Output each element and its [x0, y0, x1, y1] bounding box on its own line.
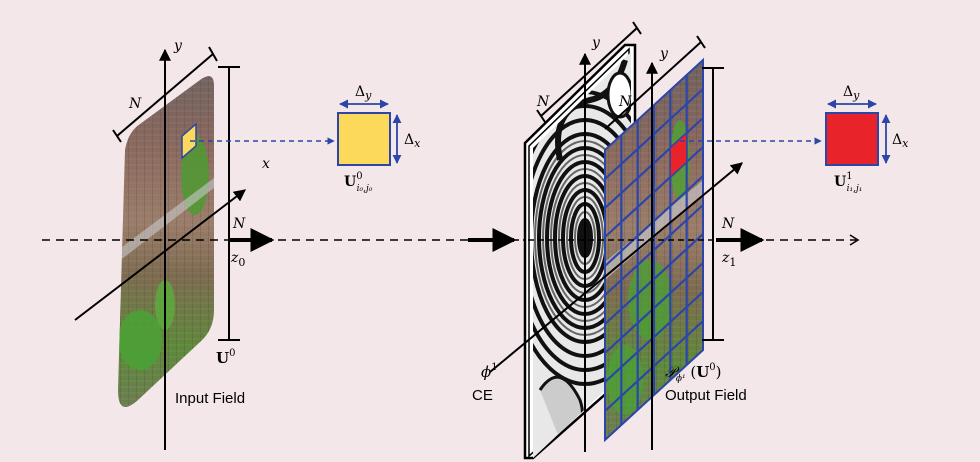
output-pixel-grid [604, 75, 704, 425]
input-y-label: y [173, 38, 183, 54]
output-n-label: N [618, 94, 632, 110]
input-width-dimension [112, 46, 218, 143]
input-x-axis [74, 189, 246, 321]
output-height-dimension [702, 67, 724, 341]
input-field-label: Input Field [175, 390, 245, 407]
output-dx-label: Δx [892, 132, 909, 150]
ce-label: CE [472, 387, 493, 404]
grid-row-line [604, 204, 704, 296]
grid-row-line [604, 88, 704, 180]
input-dx-label: Δx [404, 132, 421, 150]
input-z-label: z0 [230, 250, 245, 269]
output-plane-border [604, 57, 704, 443]
grid-row-line [604, 320, 704, 412]
grid-row-line [604, 291, 704, 383]
ce-n-label: N [536, 94, 550, 110]
ce-y-label: y [591, 35, 601, 51]
input-n-label: N [128, 96, 142, 112]
input-x-label: x [262, 156, 270, 172]
input-depth-label: N [232, 216, 246, 232]
output-x-axis [489, 162, 743, 373]
optical-axis-end-arrow [849, 234, 860, 246]
output-operator-label: 𝒫ϕ¹ (U0) [665, 362, 722, 384]
output-z-label: z1 [721, 250, 736, 269]
output-width-dimension [604, 35, 706, 130]
input-pixel-marker [181, 122, 197, 160]
grid-row-line [604, 175, 704, 267]
output-pixel-marker [669, 131, 688, 179]
ce-phase-label: ϕ1 [481, 362, 498, 381]
grid-row-line [604, 262, 704, 354]
input-height-dimension [218, 66, 240, 341]
output-pixel-square [825, 112, 879, 166]
input-field-symbol: U0 [216, 348, 235, 367]
grid-row-line [604, 233, 704, 325]
input-pixel-square [337, 112, 391, 166]
output-depth-label: N [721, 216, 735, 232]
output-y-label: y [659, 46, 669, 62]
ce-width-dimension [536, 21, 642, 123]
output-dy-label: Δy [843, 84, 860, 102]
output-field-label: Output Field [665, 387, 747, 404]
input-dy-label: Δy [355, 84, 372, 102]
